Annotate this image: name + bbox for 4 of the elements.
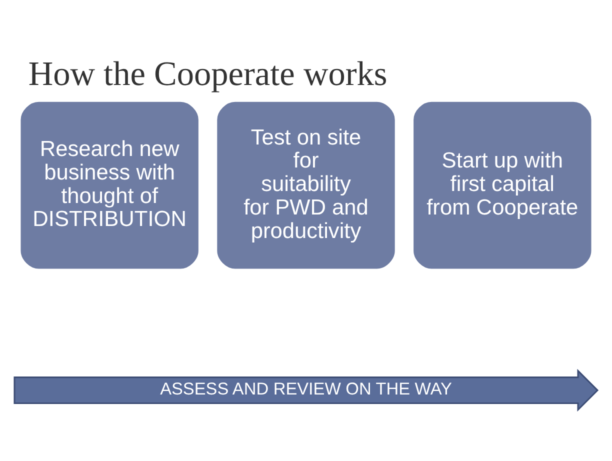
diagram-title: How the Cooperate works <box>28 54 388 93</box>
node-box: Test on site for suitability for PWD and productivity <box>216 100 396 270</box>
node-box: Research new business with thought of DISTRIBUTION <box>19 100 200 270</box>
node-box: Start up with first capital from Cooperate <box>412 100 593 270</box>
